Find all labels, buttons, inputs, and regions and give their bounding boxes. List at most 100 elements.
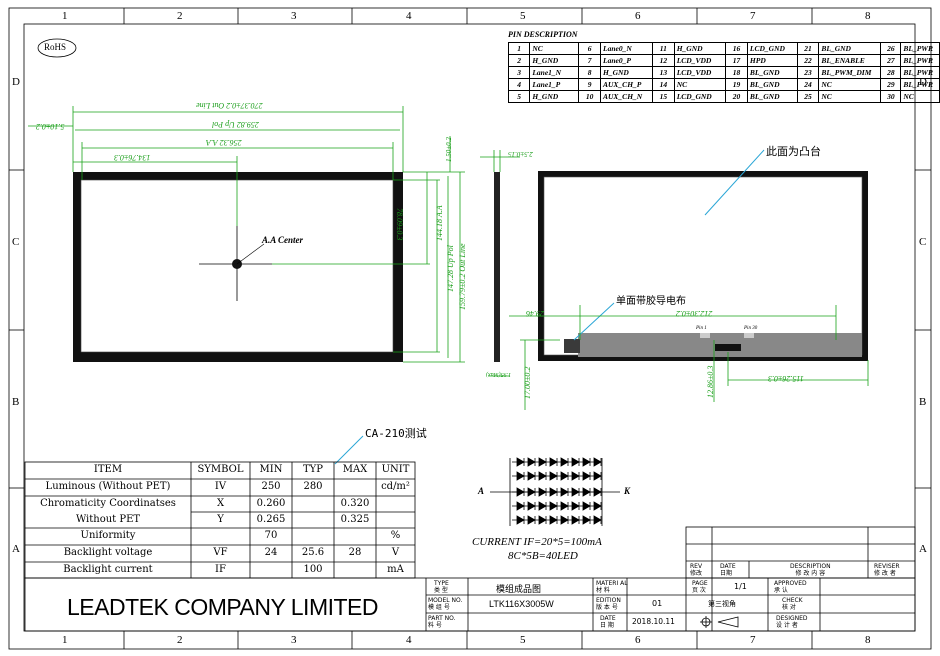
dim-aa-height: 144.18 A.A bbox=[435, 205, 444, 241]
led-diode bbox=[516, 471, 525, 481]
pin-number: 20 bbox=[725, 90, 748, 103]
led-diode bbox=[527, 487, 536, 497]
led-diode bbox=[560, 471, 569, 481]
led-diode bbox=[549, 501, 558, 511]
front-view bbox=[28, 106, 465, 363]
ca210-label: CA-210测试 bbox=[365, 427, 427, 440]
led-diode bbox=[549, 471, 558, 481]
pin-signal: BL_GND bbox=[818, 42, 882, 55]
dim-side-max: 1.95(Max) bbox=[486, 371, 512, 377]
pin-table-title: PIN DESCRIPTION bbox=[508, 30, 578, 39]
pin-signal: BL_GND bbox=[746, 78, 798, 91]
border-col-3-bottom: 3 bbox=[291, 634, 297, 646]
spec-cell: Luminous (Without PET) bbox=[45, 481, 171, 492]
pin-number: 5 bbox=[507, 90, 531, 103]
spec-cell: 0.265 bbox=[256, 514, 286, 525]
led-diode bbox=[582, 515, 591, 525]
spec-cell: Backlight voltage bbox=[63, 547, 153, 558]
border-col-2-top: 2 bbox=[177, 10, 183, 22]
pin-number: 23 bbox=[796, 66, 820, 79]
dim-uppol-width: 259.82 Up Pol bbox=[212, 120, 259, 129]
dim-outline-width: 270.37±0.2 Out Line bbox=[196, 101, 263, 110]
spec-cell: 0.320 bbox=[340, 498, 370, 509]
dim-connector-y: 12.86±0.3 bbox=[706, 365, 715, 398]
pin-signal: Lane0_P bbox=[600, 54, 653, 67]
spec-cell: 0.325 bbox=[340, 514, 370, 525]
border-col-7-top: 7 bbox=[750, 10, 756, 22]
dim-back-width: 212.30±0.2 bbox=[676, 309, 713, 318]
border-col-7-bottom: 7 bbox=[750, 634, 756, 646]
led-diode bbox=[527, 515, 536, 525]
pin-number: 19 bbox=[725, 78, 748, 91]
spec-cell: Y bbox=[217, 514, 224, 525]
led-diode bbox=[571, 471, 580, 481]
model-value: LTK116X3005W bbox=[489, 599, 554, 609]
pin-signal: LCD_GND bbox=[746, 42, 798, 55]
note-raised-face: 此面为凸台 bbox=[766, 145, 821, 158]
led-diode bbox=[516, 501, 525, 511]
pin-number: 26 bbox=[880, 42, 902, 55]
pin30-label: Pin 30 bbox=[744, 326, 758, 331]
pin-number: 15 bbox=[651, 90, 675, 103]
spec-cell: 24 bbox=[264, 547, 278, 558]
pin-number: 2 bbox=[507, 54, 531, 67]
pin-number: 17 bbox=[725, 54, 748, 67]
company-name: LEADTEK COMPANY LIMITED bbox=[67, 594, 379, 620]
pin-number: 25 bbox=[796, 90, 820, 103]
led-diode bbox=[538, 457, 547, 467]
pin-number: 3 bbox=[507, 66, 531, 79]
border-col-6-bottom: 6 bbox=[635, 634, 641, 646]
spec-cell: 250 bbox=[261, 481, 281, 492]
led-diode bbox=[582, 501, 591, 511]
led-diode bbox=[593, 515, 602, 525]
spec-header: SYMBOL bbox=[197, 464, 244, 475]
spec-cell: 70 bbox=[264, 530, 278, 541]
pin-number: 18 bbox=[725, 66, 748, 79]
spec-cell: Backlight current bbox=[63, 564, 153, 575]
led-diode bbox=[571, 457, 580, 467]
pin-number: 22 bbox=[796, 54, 820, 67]
border-col-3-top: 3 bbox=[291, 10, 297, 22]
border-row-C-right: C bbox=[919, 236, 927, 248]
dim-back-height: 17.00±0.2 bbox=[523, 366, 532, 399]
pin-number: 8 bbox=[578, 66, 602, 79]
led-diode bbox=[560, 501, 569, 511]
pin-signal: BL_ENABLE bbox=[818, 54, 882, 67]
pin-signal: BL_PWR bbox=[900, 54, 940, 67]
projection-view: 第三视角 bbox=[708, 600, 736, 608]
border-col-5-top: 5 bbox=[520, 10, 526, 22]
border-col-2-bottom: 2 bbox=[177, 634, 183, 646]
led-diode bbox=[571, 501, 580, 511]
pin-signal: Lane1_N bbox=[529, 66, 580, 79]
led-matrix bbox=[490, 457, 620, 526]
spec-header: MIN bbox=[259, 464, 283, 475]
pin-signal: NC bbox=[900, 90, 940, 103]
dim-aa-width: 256.32 A.A bbox=[206, 138, 242, 147]
pin-signal: BL_PWR bbox=[900, 78, 940, 91]
pin1-label: Pin 1 bbox=[696, 326, 707, 331]
spec-cell: Chromaticity Coordinatses bbox=[40, 498, 176, 509]
pin-number: 28 bbox=[880, 66, 902, 79]
led-diode bbox=[582, 457, 591, 467]
led-count-label: 8C*5B=40LED bbox=[508, 550, 578, 562]
pin-number: 24 bbox=[796, 78, 820, 91]
border-col-6-top: 6 bbox=[635, 10, 641, 22]
led-diode bbox=[593, 457, 602, 467]
border-row-B-right: B bbox=[919, 396, 927, 408]
pin-number: 12 bbox=[651, 54, 675, 67]
pin-number: 1 bbox=[507, 42, 531, 55]
spec-cell: Without PET bbox=[75, 514, 141, 525]
led-diode bbox=[527, 471, 536, 481]
back-view bbox=[509, 149, 869, 410]
dim-offset-y: 78.09±0.3 bbox=[395, 208, 404, 241]
dim-connector-x: 115.26±0.3 bbox=[768, 374, 804, 383]
spec-cell: 25.6 bbox=[301, 547, 325, 558]
spec-header: MAX bbox=[342, 464, 368, 475]
led-diode bbox=[571, 487, 580, 497]
